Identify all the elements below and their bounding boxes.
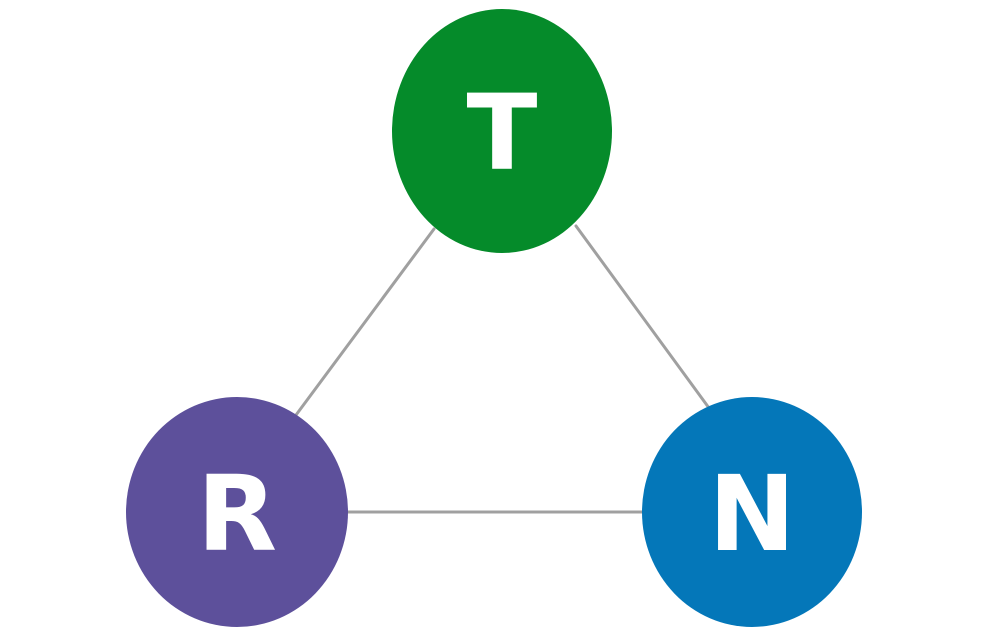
node-n-label: N: [708, 453, 795, 575]
node-r: R: [126, 397, 348, 627]
node-t-circle: [392, 9, 612, 253]
node-t-label: T: [467, 72, 538, 194]
node-t: T: [392, 9, 612, 253]
node-r-circle: [126, 397, 348, 627]
edges: [294, 224, 711, 514]
node-n-circle: [642, 397, 862, 627]
node-r-label: R: [197, 453, 277, 575]
edge-t-r: [294, 227, 436, 417]
node-n: N: [642, 397, 862, 627]
edge-t-n: [574, 224, 711, 410]
